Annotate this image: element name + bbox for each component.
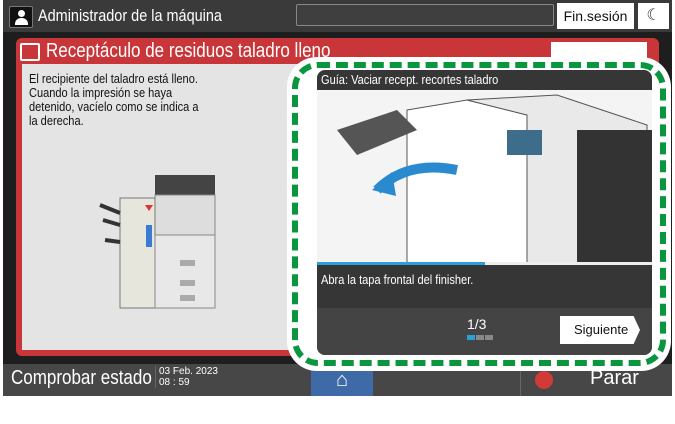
user-name: Administrador de la máquina bbox=[38, 6, 222, 25]
progress-bar bbox=[317, 262, 652, 265]
moon-icon[interactable]: ☾ bbox=[638, 3, 669, 29]
status-field[interactable] bbox=[296, 4, 554, 26]
step-dot bbox=[467, 335, 475, 340]
progress-fill bbox=[317, 262, 485, 265]
check-status-button[interactable]: Comprobar estado bbox=[11, 367, 152, 389]
home-icon: ⌂ bbox=[335, 369, 349, 391]
logout-button[interactable]: Fin.sesión bbox=[557, 3, 634, 29]
stop-button[interactable] bbox=[520, 364, 672, 396]
close-button[interactable] bbox=[551, 42, 647, 60]
step-dot bbox=[476, 335, 484, 340]
guide-instruction: Abra la tapa frontal del finisher. bbox=[321, 272, 474, 287]
page-indicator: 1/3 bbox=[467, 316, 487, 332]
alert-title: Receptáculo de residuos taladro lleno bbox=[46, 40, 331, 62]
alert-message: El recipiente del taladro está lleno. Cu… bbox=[29, 71, 199, 128]
stop-label: Parar bbox=[590, 367, 639, 389]
printer-illustration bbox=[99, 175, 216, 309]
waste-container-icon bbox=[20, 43, 40, 61]
next-button[interactable]: Siguiente bbox=[560, 316, 640, 344]
guide-highlight bbox=[292, 62, 666, 366]
time: 08 : 59 bbox=[159, 377, 190, 388]
user-icon bbox=[9, 6, 33, 28]
stop-icon bbox=[535, 371, 553, 389]
finisher-illustration bbox=[317, 90, 652, 262]
guide-footer: 1/3 Siguiente bbox=[317, 308, 652, 355]
guide-title: Guía: Vaciar recept. recortes taladro bbox=[321, 72, 499, 87]
guide-panel: Guía: Vaciar recept. recortes taladro Ab… bbox=[317, 70, 652, 355]
date: 03 Feb. 2023 bbox=[159, 366, 218, 377]
step-dot bbox=[485, 335, 493, 340]
